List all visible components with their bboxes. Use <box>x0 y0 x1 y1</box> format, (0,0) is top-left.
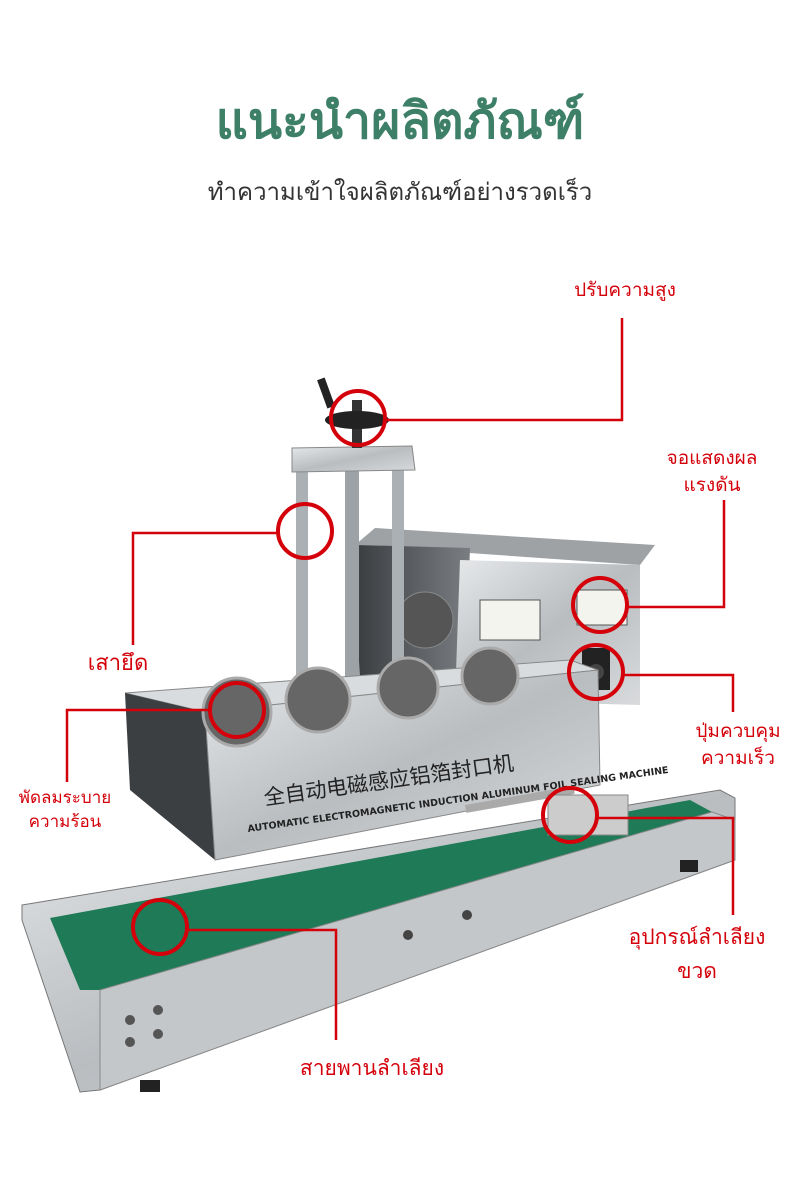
callout-text: เสายึด <box>87 651 149 676</box>
callout-text: ปุ่มควบคุม <box>695 720 781 742</box>
callout-text: ความเร็ว <box>701 747 775 769</box>
callout-support-pillar: เสายึด <box>88 650 148 677</box>
callout-conveyor-belt: สายพานลำเลียง <box>300 1055 444 1082</box>
page-subtitle: ทำความเข้าใจผลิตภัณฑ์อย่างรวดเร็ว <box>207 178 593 206</box>
callout-voltage-display: จอแสดงผลแรงดัน <box>667 445 758 499</box>
sealing-head: 全自动电磁感应铝箔封口机 AUTOMATIC ELECTROMAGNETIC I… <box>124 646 669 861</box>
callout-text: สายพานลำเลียง <box>299 1056 445 1080</box>
height-adjust-wheel[interactable] <box>325 411 389 429</box>
callout-text: ปรับความสูง <box>574 279 676 301</box>
callout-height-adjust: ปรับความสูง <box>574 277 676 304</box>
callout-text: แรงดัน <box>683 474 741 496</box>
callout-text: ขวด <box>677 959 717 983</box>
callout-text: จอแสดงผล <box>666 447 758 469</box>
callout-cooling-fan: พัดลมระบายความร้อน <box>19 786 111 834</box>
page-title: แนะนำผลิตภัณฑ์ <box>215 92 585 150</box>
callout-text: ความร้อน <box>28 812 102 832</box>
callout-bottle-guide: อุปกรณ์ลำเลียงขวด <box>629 920 766 988</box>
callout-markers <box>65 318 735 1040</box>
support-pillars <box>291 377 416 692</box>
conveyor <box>21 789 736 1093</box>
voltage-gauge <box>576 589 628 626</box>
callout-text: พัดลมระบาย <box>18 788 112 808</box>
conveyor-belt <box>50 800 712 990</box>
callout-text: อุปกรณ์ลำเลียง <box>628 925 766 949</box>
callout-speed-control: ปุ่มควบคุมความเร็ว <box>695 718 780 772</box>
